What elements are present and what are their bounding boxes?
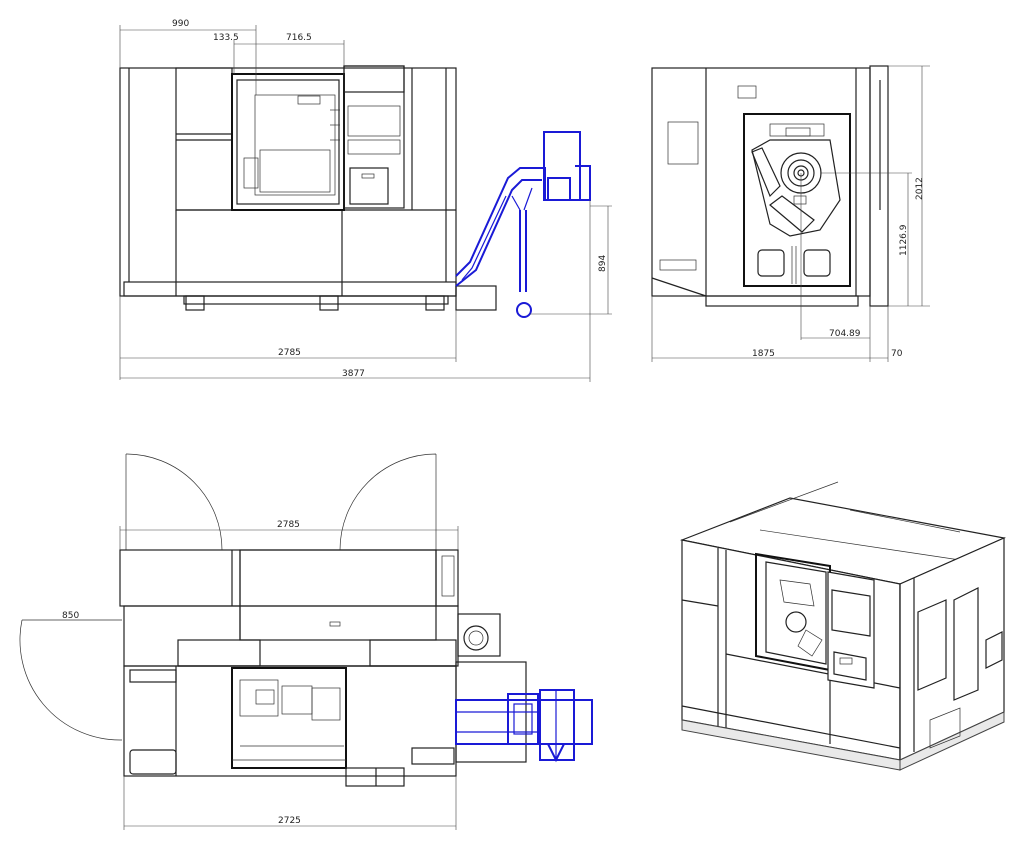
- top-work-area: [231, 667, 347, 769]
- dim-850: 850: [62, 611, 79, 621]
- dim-2785-front: 2785: [278, 348, 301, 358]
- dim-2725: 2725: [278, 816, 301, 826]
- top-view: 2785 850 2725: [19, 453, 593, 830]
- dim-1126-9: 1126.9: [899, 224, 909, 256]
- dim-990: 990: [172, 19, 189, 29]
- front-base: [183, 295, 449, 305]
- front-control-column: [343, 65, 405, 209]
- side-view: 2012 1126.9 704.89 1875 70: [651, 65, 930, 362]
- dim-704-89: 704.89: [829, 329, 861, 339]
- dim-2785-top: 2785: [277, 520, 300, 530]
- front-door-frame: [231, 73, 345, 211]
- top-door-swing-front: [19, 619, 123, 741]
- front-body-outline: [119, 67, 457, 297]
- front-control-panel: [349, 167, 389, 205]
- dim-133-5: 133.5: [213, 33, 239, 43]
- top-dimensions: [119, 526, 459, 830]
- front-view: 990 133.5 716.5 2785 3877 894: [119, 19, 612, 382]
- side-machining-window: [743, 113, 851, 287]
- dim-2012: 2012: [915, 177, 925, 200]
- top-coolant-unit: [457, 613, 501, 657]
- side-dimensions: [651, 65, 930, 362]
- top-rear-cover: [119, 549, 459, 607]
- dim-3877: 3877: [342, 369, 365, 379]
- front-chip-conveyor: [455, 131, 591, 318]
- top-door-swing-right: [339, 453, 437, 551]
- top-chip-conveyor: [455, 689, 593, 763]
- isometric-view: [679, 481, 1007, 771]
- front-dimensions: [119, 25, 612, 382]
- dim-716-5: 716.5: [286, 33, 312, 43]
- top-door-swing-left: [125, 453, 223, 551]
- front-coolant-tank: [455, 285, 497, 311]
- iso-control-panel: [827, 571, 875, 689]
- dim-1875: 1875: [752, 349, 775, 359]
- dim-894: 894: [598, 255, 608, 272]
- dim-70: 70: [891, 349, 903, 359]
